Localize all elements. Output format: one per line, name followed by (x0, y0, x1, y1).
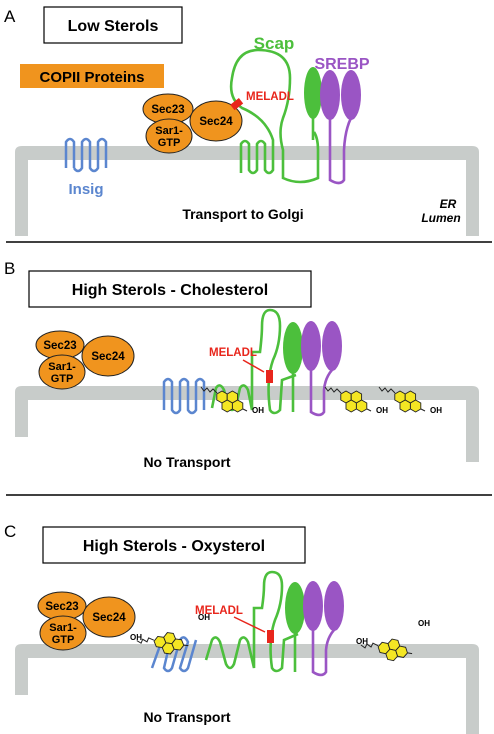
scap-label: Scap (254, 34, 295, 53)
sec24-protein (189, 100, 243, 142)
sar1-protein (39, 615, 87, 651)
meladl-motif (267, 630, 274, 643)
sec23-label: Sec23 (45, 601, 78, 613)
panel-a: A Low Sterols COPII Proteins Insig Sec23… (4, 6, 479, 236)
srebp-protein (309, 369, 333, 417)
er-lumen-line2: Lumen (421, 211, 460, 225)
meladl-label: MELADL (209, 347, 257, 359)
srebp-domain-1 (301, 321, 321, 371)
srebp-domain-2 (341, 70, 361, 120)
sar1-label-line1: Sar1- (155, 125, 183, 137)
srebp-domain-1 (303, 581, 323, 631)
meladl-arrow (242, 359, 265, 373)
sar1-protein (145, 118, 193, 154)
srebp-domain-1 (320, 70, 340, 120)
transport-status: Transport to Golgi (182, 206, 303, 222)
transport-status: No Transport (143, 709, 230, 725)
oh-label: OH (252, 406, 264, 415)
sar1-label-line2: GTP (51, 373, 74, 385)
sec24-label: Sec24 (91, 351, 125, 363)
panel-title-box (28, 270, 312, 308)
oh-label: OH (198, 613, 210, 622)
er-membrane (15, 146, 479, 236)
panel-title: Low Sterols (68, 18, 159, 35)
transport-status: No Transport (143, 454, 230, 470)
sar1-label-line1: Sar1- (49, 622, 77, 634)
er-membrane (15, 386, 479, 462)
panel-title-box (43, 6, 183, 44)
panel-c: C High Sterols - Oxysterol Sec23 Sar1- G… (4, 522, 479, 734)
sar1-protein (38, 354, 86, 390)
srebp-protein (328, 117, 353, 185)
scap-domain (285, 582, 305, 634)
insig-label: Insig (68, 181, 103, 198)
meladl-motif (266, 370, 273, 383)
sec24-label: Sec24 (199, 116, 233, 128)
sar1-label-line2: GTP (158, 137, 181, 149)
sar1-label-line1: Sar1- (48, 361, 76, 373)
insig-protein (64, 137, 108, 173)
srebp-domain-2 (324, 581, 344, 631)
oh-label: OH (430, 406, 442, 415)
oh-label: OH (376, 406, 388, 415)
panel-letter: C (4, 522, 16, 541)
insig-protein (162, 377, 206, 415)
meladl-arrow (233, 616, 266, 633)
srebp-label: SREBP (314, 56, 369, 73)
panel-b: B High Sterols - Cholesterol Sec23 Sar1-… (4, 259, 479, 470)
sec24-label: Sec24 (92, 612, 126, 624)
panel-title: High Sterols - Cholesterol (72, 282, 268, 299)
srebp-protein (311, 629, 335, 677)
meladl-motif (230, 97, 244, 111)
copii-label: COPII Proteins (39, 69, 144, 86)
oh-label: OH (418, 619, 430, 628)
copii-label-box (20, 64, 164, 88)
scap-domain (304, 67, 322, 119)
meladl-label: MELADL (195, 605, 243, 617)
scap-protein (204, 570, 299, 673)
sar1-label-line2: GTP (52, 634, 75, 646)
panel-letter: A (4, 7, 16, 26)
panel-title: High Sterols - Oxysterol (83, 538, 265, 555)
panel-letter: B (4, 259, 15, 278)
panel-title-box (42, 526, 306, 564)
sec24-protein (81, 335, 135, 377)
sec24-protein (82, 596, 136, 638)
meladl-label: MELADL (246, 91, 294, 103)
srebp-domain-2 (322, 321, 342, 371)
scap-domain (283, 322, 303, 374)
oh-label: OH (356, 637, 368, 646)
scap-protein (229, 48, 320, 184)
er-membrane (15, 644, 479, 734)
sec23-label: Sec23 (151, 104, 184, 116)
er-lumen-line1: ER (440, 197, 457, 211)
oh-label: OH (130, 633, 142, 642)
sec23-label: Sec23 (43, 340, 76, 352)
